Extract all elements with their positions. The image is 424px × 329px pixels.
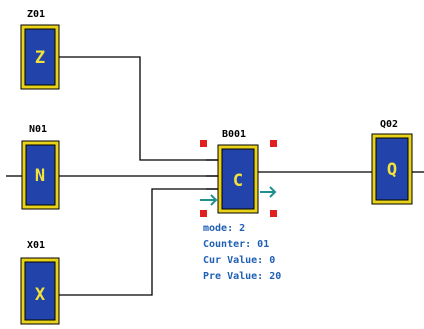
block-x01[interactable]: X01 X <box>20 240 60 325</box>
wire-z01-to-b001 <box>59 56 218 161</box>
counter-pre-value-text: Pre Value: 20 <box>203 271 281 282</box>
selection-handle-top-right[interactable] <box>270 140 277 147</box>
block-n01-label: N01 <box>29 124 47 135</box>
block-x01-inner <box>24 261 56 321</box>
wires <box>6 56 424 296</box>
block-b001-label: B001 <box>222 129 246 140</box>
block-q02[interactable]: Q02 Q <box>371 119 413 205</box>
wire-x01-to-b001 <box>59 188 218 296</box>
block-n01-inner <box>25 144 56 206</box>
block-q02-label: Q02 <box>380 119 398 130</box>
block-x01-letter: X <box>35 285 46 305</box>
block-z01-letter: Z <box>35 48 45 68</box>
counter-cur-value-text: Cur Value: 0 <box>203 255 275 266</box>
block-z01[interactable]: Z01 Z <box>20 9 60 90</box>
selection-handle-bottom-right[interactable] <box>270 210 277 217</box>
selection-handle-bottom-left[interactable] <box>200 210 207 217</box>
block-q02-inner <box>375 137 409 201</box>
counter-number-text: Counter: 01 <box>203 239 269 250</box>
block-q02-letter: Q <box>387 160 397 180</box>
block-b001-inner <box>221 148 255 210</box>
move-arrow-right-icon[interactable] <box>260 186 277 198</box>
block-x01-label: X01 <box>27 240 45 251</box>
block-z01-inner <box>24 28 56 86</box>
block-b001[interactable]: B001 C <box>200 129 277 217</box>
block-b001-letter: C <box>233 171 243 191</box>
counter-mode-text: mode: 2 <box>203 223 245 234</box>
selection-handle-top-left[interactable] <box>200 140 207 147</box>
move-arrow-left-icon[interactable] <box>200 194 218 206</box>
block-z01-label: Z01 <box>27 9 45 20</box>
block-n01[interactable]: N01 N <box>21 124 60 210</box>
counter-info: mode: 2 Counter: 01 Cur Value: 0 Pre Val… <box>203 223 281 282</box>
block-n01-letter: N <box>35 166 45 186</box>
